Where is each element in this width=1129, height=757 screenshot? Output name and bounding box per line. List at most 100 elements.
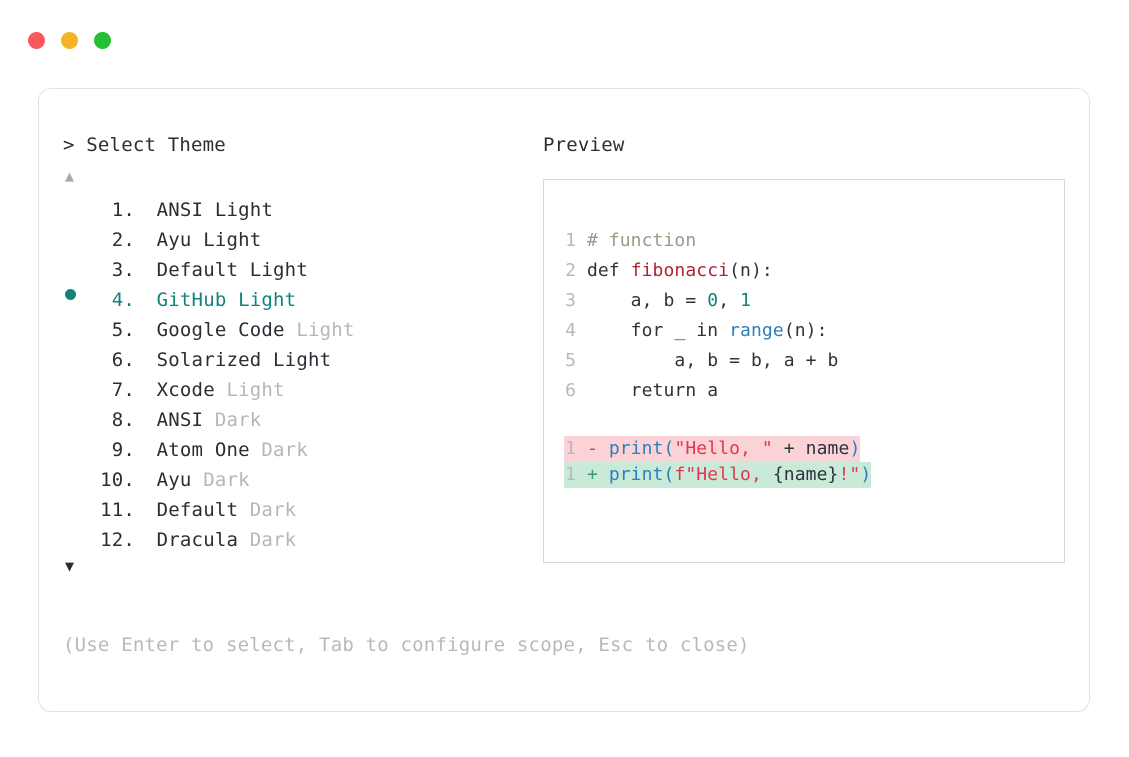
diff-token: "Hello, " [674,438,773,459]
theme-index-spacer [135,405,157,435]
theme-index: 7. [111,379,135,401]
code-token: (n): [729,260,773,281]
theme-index: 4. [111,289,135,311]
theme-list-item[interactable]: 2. Ayu Light [63,225,533,255]
maximize-button-icon[interactable] [94,32,111,49]
theme-name: Atom One [156,439,250,461]
code-line-number: 4 [565,320,576,341]
theme-index: 10. [100,469,135,491]
theme-variant: Dark [249,499,297,521]
theme-variant: Light [249,259,308,281]
theme-variant: Light [226,379,285,401]
theme-list-item[interactable]: 9. Atom One Dark [63,435,533,465]
scroll-up-arrow-icon[interactable]: ▲ [65,167,75,185]
diff-token: ) [860,464,872,485]
code-token: # function [586,230,697,251]
theme-list-item[interactable]: 1. ANSI Light [63,195,533,225]
theme-index-spacer [135,285,157,315]
code-line-number: 6 [565,380,576,401]
diff-line-number: 1 [565,464,576,485]
code-gutter-gap [576,230,587,251]
theme-list-item[interactable]: 7. Xcode Light [63,375,533,405]
code-gutter-gap [576,290,587,311]
diff-sample: 1 - print("Hello, " + name)1 + print(f"H… [564,436,1064,488]
theme-name: Ayu [156,469,192,491]
theme-index-spacer [135,345,157,375]
theme-variant: Light [296,319,355,341]
theme-variant: Light [203,229,262,251]
code-line: 4 for _ in range(n): [564,316,1064,346]
code-line-number: 1 [565,230,576,251]
code-token: a, b = b, a + b [586,350,839,371]
diff-token: + name [772,438,850,459]
diff-line-number: 1 [565,438,576,459]
theme-name-spacer [215,375,227,405]
code-line: 3 a, b = 0, 1 [564,286,1064,316]
theme-index-spacer [135,495,157,525]
code-token: , [718,290,741,311]
theme-index: 5. [111,319,135,341]
code-line-number: 3 [565,290,576,311]
code-token: return a [586,380,719,401]
minimize-button-icon[interactable] [61,32,78,49]
code-token: a, b = [586,290,708,311]
theme-index-spacer [135,435,157,465]
theme-list-item[interactable]: 11. Default Dark [63,495,533,525]
theme-name-spacer [203,405,215,435]
theme-list-item[interactable]: 3. Default Light [63,255,533,285]
code-line: 5 a, b = b, a + b [564,346,1064,376]
theme-name-spacer [192,465,204,495]
prompt-label: > Select Theme [63,134,226,156]
theme-variant: Light [273,349,332,371]
theme-index-spacer [135,465,157,495]
theme-list-item[interactable]: 8. ANSI Dark [63,405,533,435]
code-gutter-gap [576,380,587,401]
code-token: (n): [783,320,828,341]
diff-marker-gap [598,438,609,459]
window-traffic-lights [28,32,111,49]
theme-index: 12. [100,529,135,551]
diff-token: {name} [772,464,839,485]
scroll-down-arrow-icon[interactable]: ▼ [65,557,75,575]
code-token: range [729,320,784,341]
diff-gutter-gap [576,438,587,459]
theme-index-spacer [135,255,157,285]
code-gutter-gap [576,320,587,341]
theme-index: 6. [111,349,135,371]
diff-token: ) [849,438,861,459]
theme-list-item[interactable]: 5. Google Code Light [63,315,533,345]
code-token: 0 [707,290,719,311]
theme-name: ANSI [156,199,204,221]
theme-index-spacer [135,195,157,225]
theme-index-spacer [135,525,157,555]
diff-marker: - [586,438,598,459]
theme-list-item[interactable]: 12. Dracula Dark [63,525,533,555]
diff-token: ( [663,464,675,485]
theme-list-item[interactable]: 10. Ayu Dark [63,465,533,495]
close-button-icon[interactable] [28,32,45,49]
theme-name: Default [156,499,239,521]
theme-variant: Dark [261,439,308,461]
theme-name-spacer [203,195,215,225]
selected-bullet-icon [65,289,76,300]
theme-index: 3. [111,259,135,281]
theme-name-spacer [238,525,250,555]
theme-variant: Dark [214,409,262,431]
diff-gutter-gap [576,464,587,485]
theme-list-item[interactable]: 6. Solarized Light [63,345,533,375]
theme-name-spacer [238,255,250,285]
theme-name: Google Code [156,319,285,341]
theme-variant: Light [214,199,274,221]
code-token: for _ in [586,320,730,341]
theme-name: Solarized [156,349,262,371]
code-line-number: 2 [565,260,576,281]
theme-name-spacer [192,225,204,255]
theme-name: GitHub [156,289,227,311]
diff-token: f"Hello, [674,464,773,485]
theme-list-item[interactable]: 4. GitHub Light [63,285,533,315]
diff-line: 1 - print("Hello, " + name) [564,436,861,462]
diff-token: print [608,438,664,459]
